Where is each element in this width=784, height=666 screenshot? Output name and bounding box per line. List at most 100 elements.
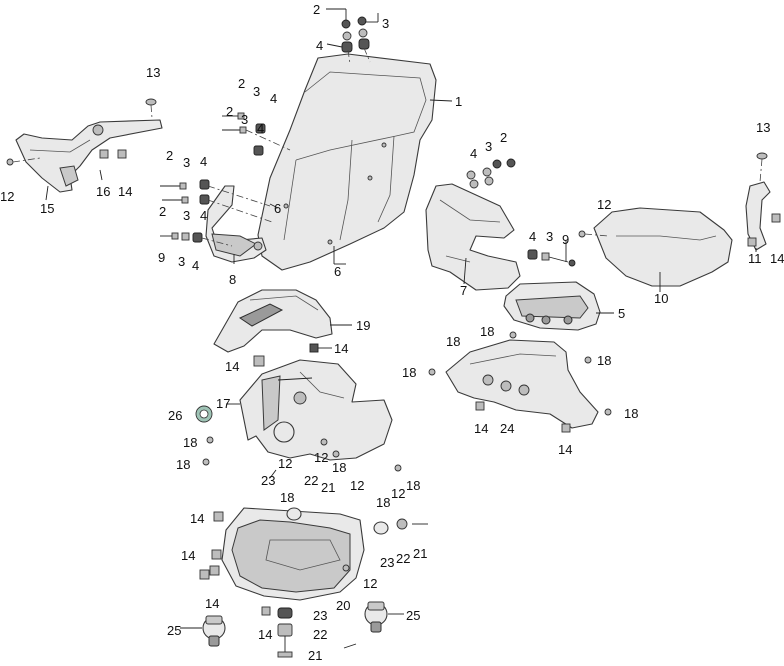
bottom-fasteners: [261, 518, 428, 658]
callout-label: 18: [406, 478, 420, 493]
callout-label: 6: [334, 264, 341, 279]
headlight-fairing-part: [239, 343, 393, 461]
callout-label: 3: [546, 229, 553, 244]
leader-lines: [45, 8, 757, 649]
callout-label: 12: [0, 189, 14, 204]
callout-label: 13: [146, 65, 160, 80]
callout-label: 3: [183, 208, 190, 223]
upper-cover-part: [213, 289, 333, 353]
callout-label: 14: [258, 627, 272, 642]
callout-label: 23: [261, 473, 275, 488]
callout-label: 12: [363, 576, 377, 591]
right-plug-13: [756, 152, 768, 183]
right-handguard-part: [578, 181, 781, 287]
callout-label: 17: [216, 396, 230, 411]
callout-label: 18: [376, 495, 390, 510]
callout-label: 14: [334, 341, 348, 356]
callout-label: 3: [183, 155, 190, 170]
callout-label: 18: [480, 324, 494, 339]
callout-label: 1: [455, 94, 462, 109]
callout-label: 18: [624, 406, 638, 421]
instrument-cluster-part: [503, 281, 601, 331]
callout-label: 22: [396, 551, 410, 566]
callout-label: 18: [446, 334, 460, 349]
callout-label: 18: [280, 490, 294, 505]
callout-label: 4: [270, 91, 277, 106]
center-bracket-part: [425, 183, 521, 291]
callout-label: 26: [168, 408, 182, 423]
callout-label: 9: [158, 250, 165, 265]
callout-label: 18: [332, 460, 346, 475]
callout-label: 18: [597, 353, 611, 368]
callout-label: 21: [308, 648, 322, 663]
callout-label: 15: [40, 201, 54, 216]
callout-label: 4: [257, 121, 264, 136]
fairing-screws: [202, 436, 402, 472]
callout-label: 3: [382, 16, 389, 31]
callout-label: 14: [205, 596, 219, 611]
callout-label: 14: [558, 442, 572, 457]
callout-label: 12: [597, 197, 611, 212]
callout-label: 14: [190, 511, 204, 526]
callout-label: 12: [278, 456, 292, 471]
bulb-left-part-25: [202, 615, 226, 647]
callout-label: 25: [167, 623, 181, 638]
callout-label: 2: [313, 2, 320, 17]
callout-label: 3: [253, 84, 260, 99]
callout-label: 14: [225, 359, 239, 374]
callout-label: 4: [200, 208, 207, 223]
callout-label: 12: [350, 478, 364, 493]
callout-label: 4: [192, 258, 199, 273]
callout-label: 2: [238, 76, 245, 91]
callout-label: 22: [313, 627, 327, 642]
callout-label: 4: [316, 38, 323, 53]
callout-label: 14: [118, 184, 132, 199]
callout-label: 20: [336, 598, 350, 613]
callout-label: 4: [470, 146, 477, 161]
callout-label: 4: [200, 154, 207, 169]
callout-label: 4: [529, 229, 536, 244]
callout-label: 13: [756, 120, 770, 135]
grommet-part-26: [195, 405, 213, 423]
callout-label: 11: [748, 251, 762, 266]
headlight-part: [199, 507, 389, 601]
windscreen-part: [257, 53, 437, 271]
bulb-right-part-25: [364, 601, 388, 633]
callout-label: 2: [500, 130, 507, 145]
callout-label: 5: [618, 306, 625, 321]
callout-label: 2: [159, 204, 166, 219]
callout-label: 8: [229, 272, 236, 287]
left-plug-13: [145, 98, 157, 119]
callout-label: 3: [178, 254, 185, 269]
callout-label: 22: [304, 473, 318, 488]
callout-label: 24: [500, 421, 514, 436]
callout-label: 14: [181, 548, 195, 563]
callout-label: 18: [176, 457, 190, 472]
callout-label: 3: [241, 112, 248, 127]
callout-label: 2: [226, 104, 233, 119]
callout-label: 3: [485, 139, 492, 154]
callout-label: 14: [474, 421, 488, 436]
cluster-holder-part: [428, 331, 612, 433]
callout-label: 18: [183, 435, 197, 450]
callout-label: 12: [314, 450, 328, 465]
center-bracket-fasteners: [466, 158, 576, 267]
callout-label: 6: [274, 201, 281, 216]
left-mount-bracket-part: [205, 185, 267, 263]
callout-label: 23: [313, 608, 327, 623]
callout-label: 23: [380, 555, 394, 570]
callout-label: 9: [562, 232, 569, 247]
callout-label: 2: [166, 148, 173, 163]
callout-label: 21: [321, 480, 335, 495]
callout-label: 19: [356, 318, 370, 333]
callout-label: 18: [402, 365, 416, 380]
callout-label: 14: [770, 251, 784, 266]
callout-label: 12: [391, 486, 405, 501]
left-bracket-bolts: [160, 112, 291, 247]
callout-label: 16: [96, 184, 110, 199]
callout-label: 7: [460, 283, 467, 298]
left-handguard-part: [6, 119, 163, 193]
callout-label: 21: [413, 546, 427, 561]
